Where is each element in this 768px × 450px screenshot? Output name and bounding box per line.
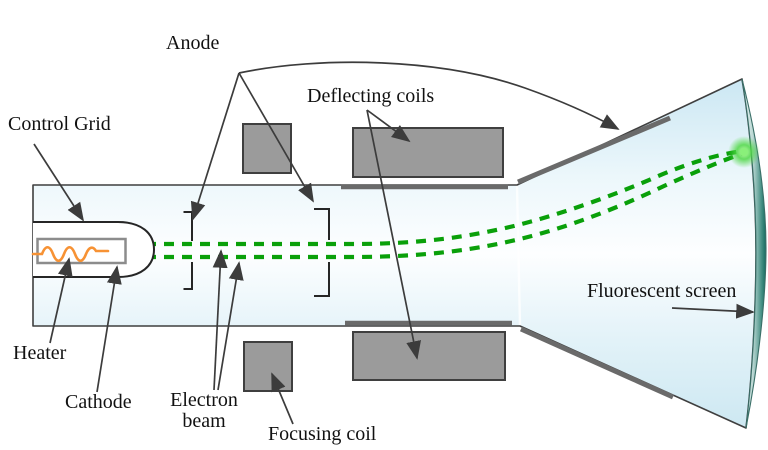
arrow-control-grid (33, 143, 85, 222)
electron-gun (31, 221, 156, 278)
arrow-cathode (96, 265, 122, 393)
arrow-fluorescent-screen (671, 303, 755, 319)
leader-arrows (33, 61, 755, 425)
electron-beam-upper (128, 148, 744, 247)
label-deflecting-coils: Deflecting coils (307, 85, 435, 107)
anode-coating-lines (341, 115, 675, 400)
label-focusing-coil: Focusing coil (268, 423, 377, 445)
arrow-heater (49, 257, 73, 344)
coating-bottom-funnel (519, 326, 675, 400)
arrow-electron-beam-1 (212, 249, 228, 391)
coating-top-funnel (517, 115, 671, 185)
label-anode: Anode (166, 32, 220, 54)
arrow-deflecting-top (366, 109, 411, 143)
arrow-deflecting-bottom (366, 109, 422, 360)
deflecting-coil-bottom (352, 331, 506, 381)
arrow-anode-coating-arc (238, 61, 620, 130)
label-fluorescent-screen: Fluorescent screen (587, 280, 737, 302)
label-control-grid: Control Grid (8, 113, 111, 135)
arrow-focusing-coil (271, 372, 294, 425)
neck-funnel-crease (515, 185, 522, 326)
label-heater: Heater (13, 342, 67, 364)
arrow-electron-beam-2 (217, 261, 244, 391)
beam-impact-core (740, 148, 748, 156)
heater-filament (31, 246, 110, 262)
focusing-coil-top (242, 123, 292, 174)
label-electron-beam: Electron beam (170, 389, 238, 433)
label-cathode: Cathode (65, 391, 132, 413)
arrow-anode-1 (190, 72, 240, 221)
electron-beam-dashes (128, 148, 745, 260)
focusing-coil-bottom (243, 341, 293, 392)
anode-electrode-2 (314, 208, 330, 297)
arrow-anode-2 (238, 72, 314, 203)
